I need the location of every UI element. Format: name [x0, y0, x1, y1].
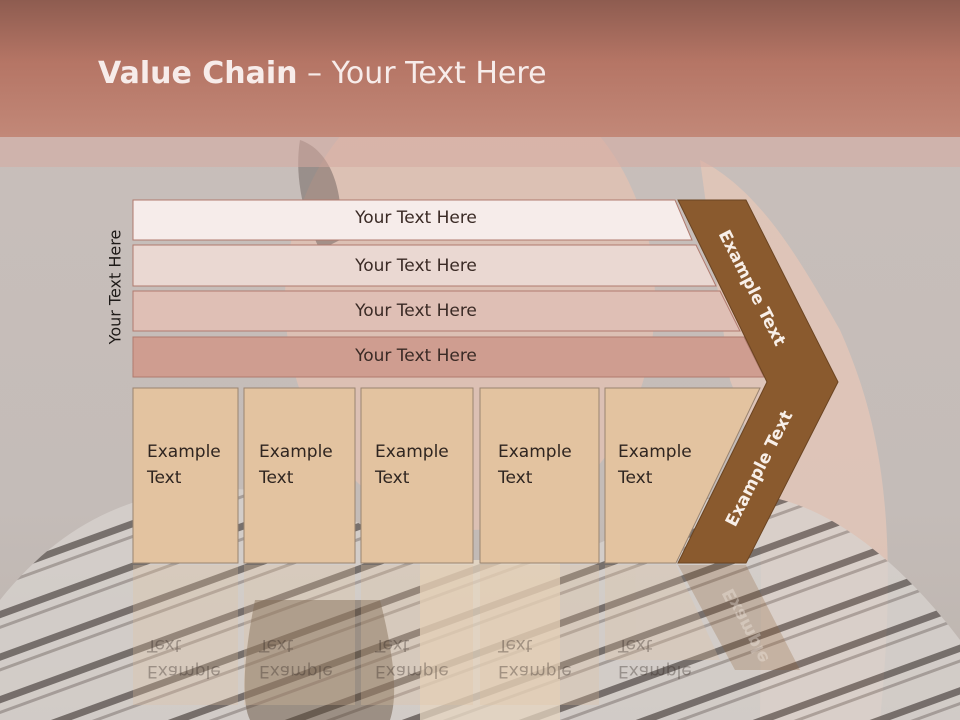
row-label-2: Your Text Here [355, 256, 477, 276]
box-shape-4 [479, 387, 600, 564]
box-reflection-label-4: Example Text [498, 635, 572, 681]
slide-title: Value Chain – Your Text Here [98, 55, 547, 93]
title-bar [0, 0, 960, 137]
side-label-text: Your Text Here [105, 229, 125, 345]
chevron-shape [677, 199, 839, 564]
box-label-4: Example Text [498, 442, 572, 488]
row-label-4: Your Text Here [355, 346, 477, 366]
box-reflection-label-5: Example Text [618, 635, 692, 681]
row-shape-3 [132, 290, 741, 332]
box-label-5: Example Text [618, 442, 692, 488]
title-bold: Value Chain [98, 56, 298, 91]
title-rest: – Your Text Here [297, 56, 547, 91]
box-label-2: Example Text [259, 442, 333, 488]
box-reflection-label-3: Example Text [375, 635, 449, 681]
row-label-1: Your Text Here [355, 208, 477, 228]
title-band [0, 137, 960, 167]
box-shape-3 [360, 387, 474, 564]
box-label-3: Example Text [375, 442, 449, 488]
row-label-3: Your Text Here [355, 301, 477, 321]
box-shape-5 [604, 387, 761, 564]
box-shape-1 [132, 387, 239, 564]
row-shape-1 [132, 199, 693, 241]
box-label-1: Example Text [147, 442, 221, 488]
box-reflection-label-1: Example Text [147, 635, 221, 681]
box-shape-2 [243, 387, 356, 564]
row-shape-2 [132, 244, 717, 287]
chevron-reflection [678, 565, 800, 670]
box-reflection-label-2: Example Text [259, 635, 333, 681]
box-reflections [133, 565, 720, 705]
